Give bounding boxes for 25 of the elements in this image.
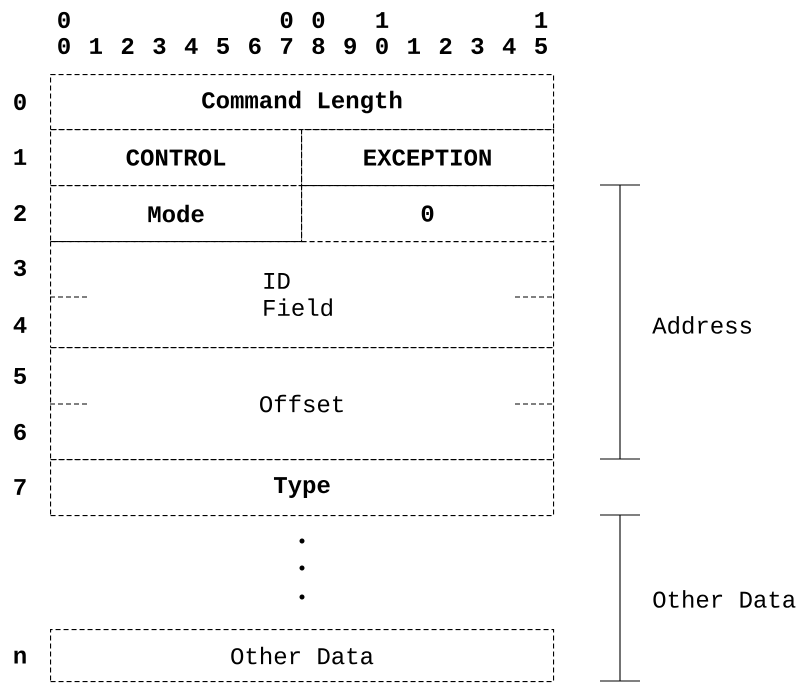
header-bit-number: 0 (58, 12, 70, 28)
row-number: 5 (14, 368, 26, 384)
header-bit-number: 0 (280, 12, 292, 28)
field-box: EXCEPTION (301, 129, 554, 186)
row-number: 1 (14, 149, 26, 165)
header-bit-number: 0 (312, 12, 324, 28)
field-box: Offset (50, 347, 554, 460)
row-number: 0 (14, 94, 26, 110)
header-bit-number: 1 (376, 12, 388, 28)
field-box: ID Field (50, 241, 554, 348)
field-box: Mode (50, 185, 302, 242)
row-number: 7 (14, 479, 26, 495)
field-box: CONTROL (50, 129, 302, 186)
field-box: Other Data (50, 629, 554, 682)
header-bit-number: 1 (535, 12, 548, 28)
row-number: 4 (14, 317, 26, 333)
bracket-label: Other Data (653, 590, 796, 608)
row-number: 3 (14, 260, 26, 276)
row-number: n (14, 650, 26, 664)
field-box: Command Length (50, 74, 554, 130)
bracket-label: Address (652, 316, 752, 334)
row-number: 2 (14, 204, 26, 222)
field-box: Type (50, 459, 554, 516)
row-number: 6 (14, 424, 26, 440)
field-box: 0 (301, 185, 554, 242)
